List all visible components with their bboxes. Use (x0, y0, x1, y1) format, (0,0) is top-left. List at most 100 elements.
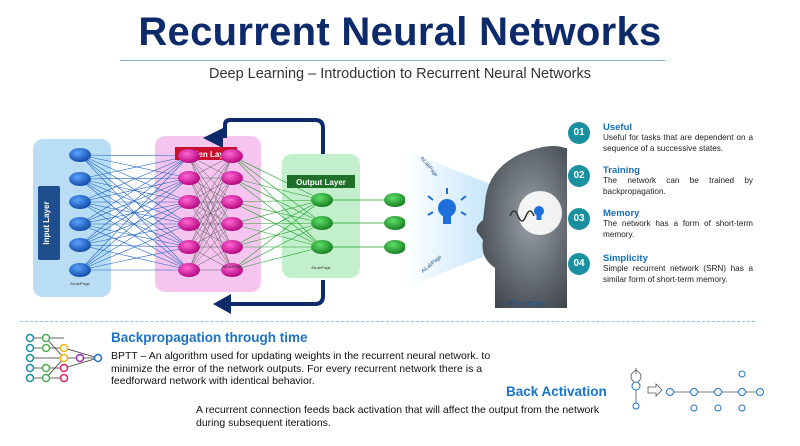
hidden-node (221, 149, 243, 163)
brain-illustration: AiLabPage AiLabPage AiLabPage (405, 146, 567, 308)
hidden-node (178, 240, 200, 254)
feature-desc: The network can be trained by backpropag… (603, 176, 753, 196)
recurrent-arrow-top (223, 118, 325, 154)
connection-line (79, 244, 190, 271)
network-panel: Input Layer Hidden Layer Output Layer Ai… (33, 118, 406, 314)
network-nodes (69, 148, 406, 277)
connection-line (79, 155, 190, 180)
connection-line (231, 223, 323, 248)
hidden-node (178, 149, 200, 163)
connection-line (231, 155, 323, 248)
input-node (69, 238, 91, 252)
feature-title: Training (603, 165, 640, 176)
connection-line (231, 246, 323, 271)
output-node (311, 216, 333, 230)
watermark-input: AiLabPage (70, 281, 90, 286)
light-beam (405, 150, 525, 288)
input-node (69, 172, 91, 186)
feature-number: 01 (568, 122, 590, 144)
connection-line (79, 154, 190, 157)
final-output-node (384, 216, 406, 230)
input-node (69, 148, 91, 162)
feature-number: 03 (568, 208, 590, 230)
connection-line (231, 199, 323, 203)
hidden-node (178, 171, 200, 185)
hidden-node (221, 171, 243, 185)
hidden-node (221, 240, 243, 254)
signal-wave (509, 210, 535, 222)
output-layer-label: Output Layer (296, 178, 346, 187)
feature-title: Simplicity (603, 253, 648, 264)
recurrent-arrow-bottom (230, 280, 325, 306)
hidden-node (221, 217, 243, 231)
output-node (311, 240, 333, 254)
connection-line (231, 201, 323, 248)
output-node (311, 193, 333, 207)
connection-line (79, 201, 190, 246)
hidden-node (221, 195, 243, 209)
hidden-layer-label: Hidden Layer (181, 150, 232, 159)
final-output-node (384, 240, 406, 254)
feature-desc: Simple recurrent network (SRN) has a sim… (603, 264, 753, 284)
connection-line (188, 201, 233, 271)
head-silhouette (476, 146, 567, 308)
connection-line (79, 178, 190, 225)
connection-line (79, 246, 190, 271)
connection-line (79, 155, 190, 203)
section-divider (20, 321, 755, 322)
hidden-node (178, 263, 200, 277)
lightbulb-icon (427, 188, 467, 224)
bptt-text: BPTT – An algorithm used for updating we… (111, 350, 491, 387)
output-layer-bg (282, 154, 360, 278)
connection-line (79, 201, 190, 271)
feature-number: 02 (568, 165, 590, 187)
connection-line (231, 199, 323, 248)
recurrent-arrowhead-bottom (213, 294, 231, 314)
connection-line (231, 199, 323, 225)
connection-line (188, 155, 233, 225)
connection-line (188, 223, 233, 271)
connection-line (231, 177, 323, 201)
title-divider (120, 60, 665, 61)
hidden-node (178, 217, 200, 231)
connection-line (188, 177, 233, 271)
connection-line (79, 201, 190, 248)
connection-line (79, 223, 190, 271)
input-layer-label-bg (38, 186, 60, 260)
feature-number: 04 (568, 253, 590, 275)
hidden-node (221, 263, 243, 277)
feature-title: Memory (603, 208, 640, 219)
hidden-node (178, 195, 200, 209)
connection-line (79, 154, 190, 179)
feature-desc: Useful for tasks that are dependent on a… (603, 133, 753, 153)
connection-line (79, 223, 190, 248)
connection-line (188, 155, 233, 248)
lightbulb-small-icon (534, 206, 544, 220)
connection-line (79, 178, 190, 203)
page-subtitle: Deep Learning – Introduction to Recurren… (208, 66, 592, 82)
connection-line (79, 155, 190, 246)
connection-line (231, 155, 323, 201)
input-node (69, 217, 91, 231)
unrolled-rnn-icon (630, 368, 764, 412)
connection-line (79, 155, 190, 271)
input-layer-label: Input Layer (42, 201, 51, 244)
bptt-network-icon (25, 333, 103, 383)
feature-desc: The network has a form of short-term mem… (603, 219, 753, 239)
output-layer-label-bg (287, 175, 355, 188)
connection-line (231, 199, 323, 271)
back-activation-text: A recurrent connection feeds back activa… (196, 404, 600, 429)
recurrent-arrowhead-top (203, 128, 223, 148)
final-output-node (384, 193, 406, 207)
connection-line (231, 222, 323, 271)
connection-line (79, 177, 190, 180)
page-title: Recurrent Neural Networks (138, 10, 662, 54)
connection-line (79, 177, 190, 246)
input-node (69, 263, 91, 277)
watermark-head: AiLabPage (505, 299, 545, 308)
connection-line (79, 177, 190, 225)
back-activation-title: Back Activation (506, 384, 607, 399)
connection-line (231, 177, 323, 224)
connection-line (188, 155, 233, 203)
feature-title: Useful (603, 122, 633, 133)
